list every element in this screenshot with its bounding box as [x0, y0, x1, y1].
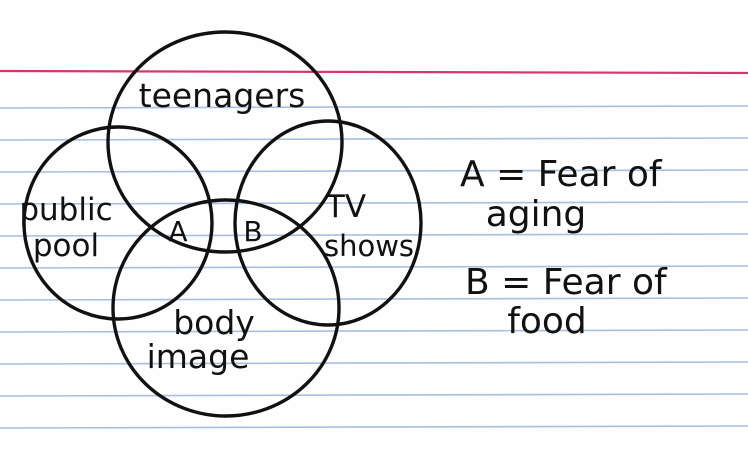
circle-tv-shows	[233, 119, 423, 327]
ruled-lines	[0, 105, 748, 429]
label-public-pool-line2: pool	[33, 228, 99, 264]
rule-line	[0, 361, 748, 365]
rule-line	[0, 393, 748, 397]
legend-b-line1: B = Fear of	[465, 262, 668, 303]
rule-line	[0, 169, 748, 173]
region-b-label: B	[243, 215, 262, 248]
label-tv-shows-line1: TV	[325, 189, 366, 225]
circle-teenagers	[106, 30, 344, 254]
legend-b-line2: food	[507, 301, 587, 342]
legend-a-line2: aging	[486, 194, 587, 235]
margin-line	[0, 69, 748, 75]
rule-line	[0, 137, 748, 141]
rule-line	[0, 297, 748, 301]
circle-body-image	[111, 198, 341, 418]
label-teenagers: teenagers	[139, 76, 306, 115]
label-tv-shows-line2: shows	[324, 229, 414, 263]
circle-public-pool	[22, 125, 214, 321]
legend-a-line1: A = Fear of	[460, 154, 663, 195]
rule-line	[0, 265, 748, 269]
rule-line	[0, 425, 748, 429]
rule-line	[0, 329, 748, 333]
label-public-pool-line1: public	[19, 192, 112, 228]
rule-line	[0, 233, 748, 237]
label-body-image-line2: image	[147, 337, 250, 376]
label-body-image-line1: body	[173, 303, 255, 342]
rule-line	[0, 201, 748, 205]
region-a-label: A	[168, 215, 187, 248]
rule-line	[0, 105, 748, 109]
